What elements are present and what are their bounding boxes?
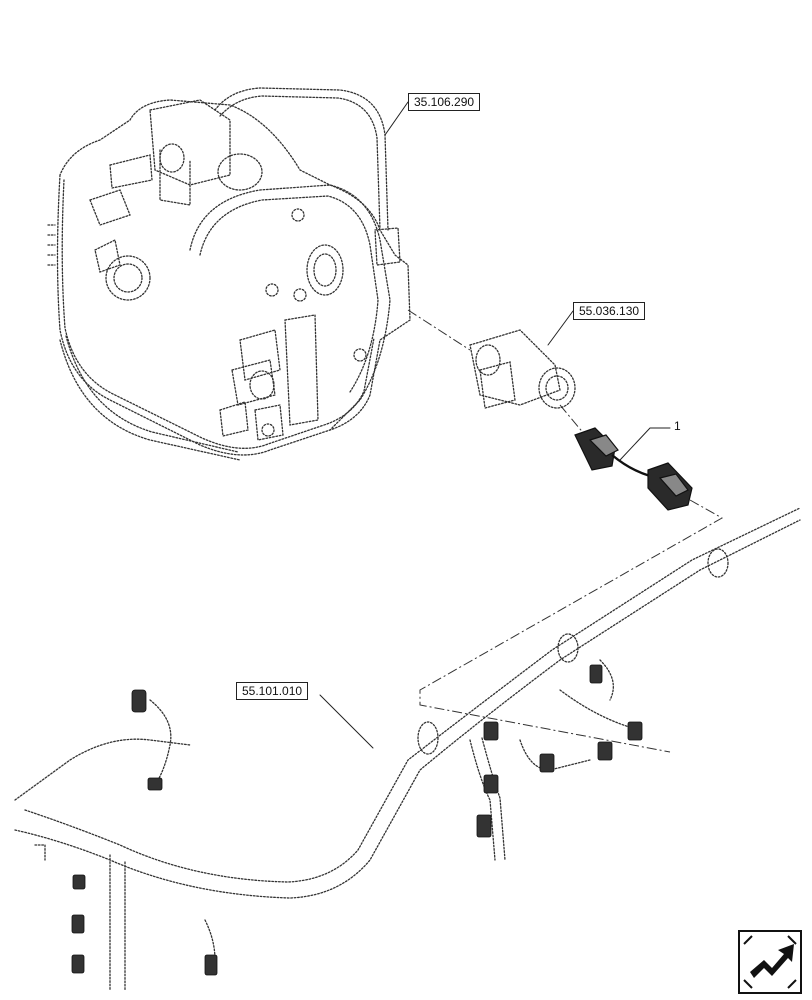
main-wiring-harness bbox=[14, 507, 801, 991]
reference-label-55-101-010[interactable]: 55.101.010 bbox=[236, 682, 309, 700]
reference-label-55-036-130[interactable]: 55.036.130 bbox=[573, 302, 646, 320]
assembly-line-pump-sensor bbox=[407, 309, 471, 351]
hydraulic-pump-assembly bbox=[47, 87, 411, 461]
next-page-arrow-icon[interactable] bbox=[738, 930, 802, 994]
assembly-line-connector-harness bbox=[419, 499, 724, 753]
reference-label-35-106-290[interactable]: 35.106.290 bbox=[408, 93, 481, 111]
pressure-sensor-part bbox=[469, 329, 576, 409]
assembly-line-sensor-connector bbox=[559, 404, 586, 436]
callout-item-1: 1 bbox=[674, 419, 681, 433]
connector-item-1 bbox=[574, 427, 693, 511]
